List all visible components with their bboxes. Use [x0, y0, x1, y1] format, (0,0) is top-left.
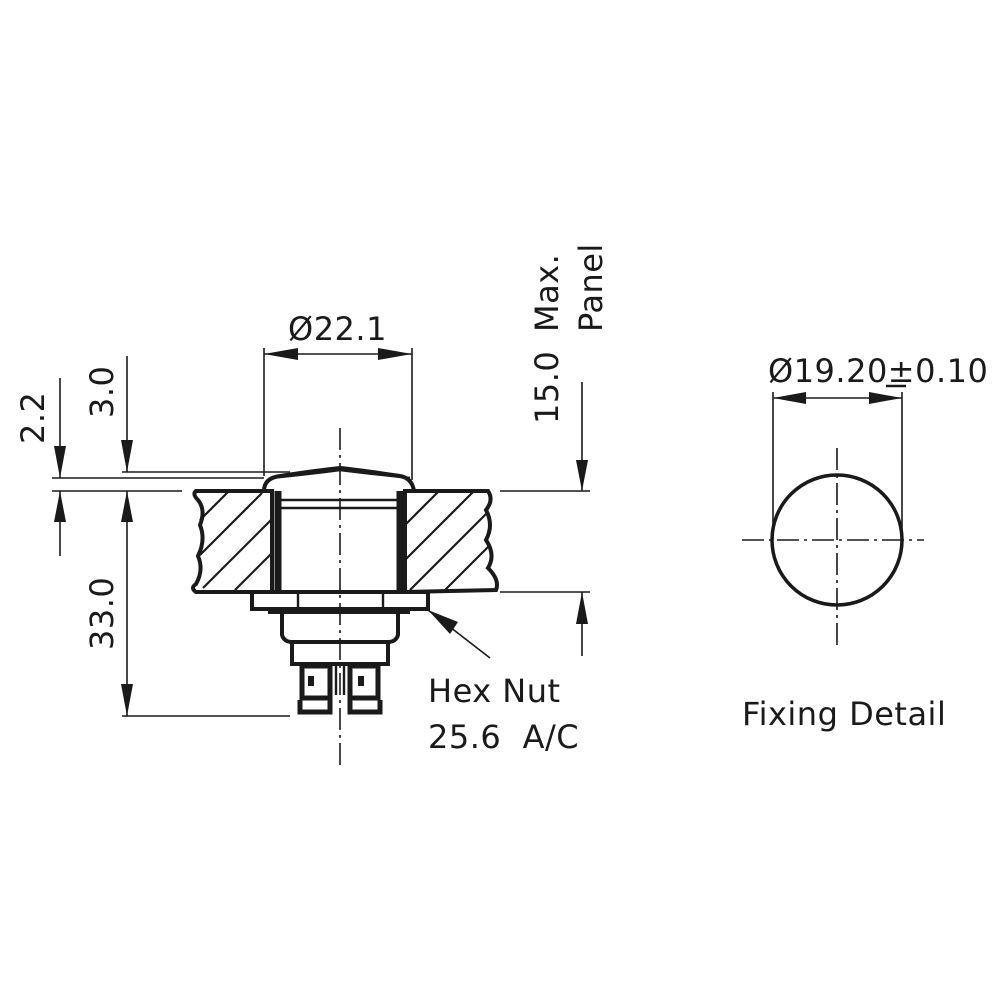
hex-nut-label: Hex Nut	[428, 672, 561, 710]
fixing-tolerance-label: ±0.10	[888, 352, 989, 390]
dim-top-offsets	[52, 356, 290, 556]
dim-3-0-label: 3.0	[83, 366, 121, 418]
side-view: Ø22.1 2.2 3.0 33.0	[14, 243, 610, 768]
hex-nut-size-label: 25.6 A/C	[428, 718, 579, 756]
hex-nut-leader	[427, 609, 491, 659]
dim-2-2-label: 2.2	[14, 392, 52, 444]
switch-body	[274, 491, 404, 592]
dim-33-0-label: 33.0	[83, 577, 121, 650]
panel-section-left	[191, 489, 274, 594]
dim-15-0-label: 15.0	[528, 351, 566, 424]
fixing-detail: Ø19.20±0.10 Fixing Detail	[742, 352, 988, 733]
dim-depth-33	[121, 491, 290, 717]
panel-section-right	[403, 489, 499, 595]
fixing-diameter-label: Ø19.20±0.10	[768, 352, 988, 390]
fixing-detail-title: Fixing Detail	[742, 695, 946, 733]
dim-diameter-22	[263, 348, 413, 480]
panel-max-label: Max.	[528, 254, 566, 332]
terminals	[297, 663, 383, 715]
panel-label: Panel	[572, 243, 610, 332]
dim-panel-max	[500, 382, 590, 656]
dim-diameter-22-label: Ø22.1	[288, 310, 387, 348]
